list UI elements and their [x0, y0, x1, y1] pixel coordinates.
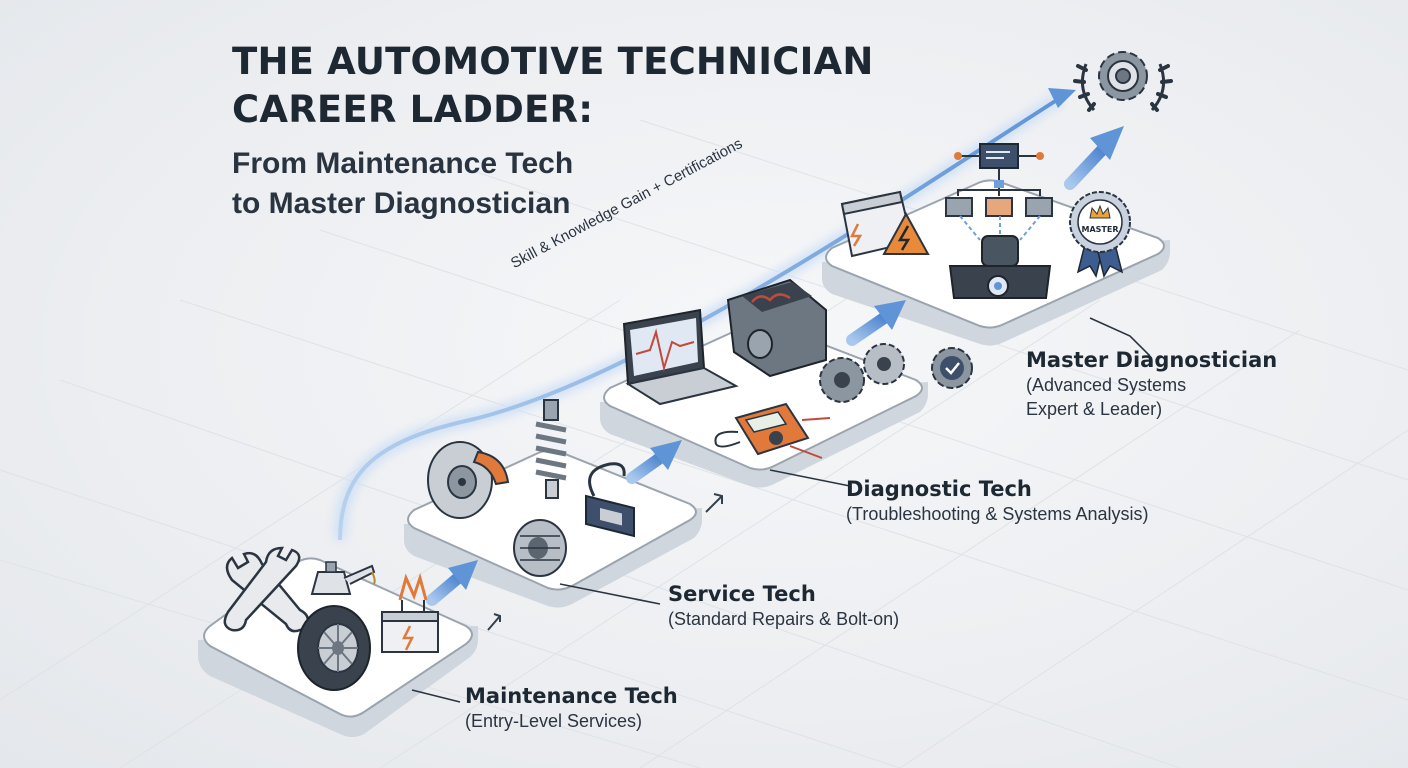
obd-scanner-icon [585, 462, 635, 538]
multimeter-icon [714, 402, 831, 459]
subtitle-line-1: From Maintenance Tech [232, 147, 574, 180]
step-arrow-3 [846, 300, 906, 346]
battery-with-clamp-icon [381, 572, 439, 653]
gear-laurel-icon [1073, 51, 1173, 112]
step-arrows [411, 126, 1151, 703]
step-arrow-1 [426, 560, 478, 606]
small-arrows [487, 493, 723, 631]
tier-description-line-1: (Advanced Systems [1026, 375, 1187, 395]
step-arrow-4 [1064, 126, 1124, 190]
tier-description-line-2: Expert & Leader) [1026, 399, 1163, 419]
oil-can-icon [310, 561, 376, 595]
gears-icon [819, 343, 905, 403]
tier-name: Master Diagnostician [1026, 348, 1278, 372]
title-line-1: THE AUTOMOTIVE TECHNICIAN [232, 40, 874, 83]
tire-icon [297, 605, 371, 691]
tier-description: (Entry-Level Services) [465, 711, 643, 731]
tier-label-diagnostic: Diagnostic Tech (Troubleshooting & Syste… [846, 476, 1148, 526]
tier-label-master: Master Diagnostician (Advanced Systems E… [1026, 347, 1277, 421]
master-badge-icon: MASTER [1069, 191, 1131, 278]
tier-description: (Standard Repairs & Bolt-on) [668, 609, 900, 629]
tier-name: Diagnostic Tech [846, 477, 1032, 501]
check-gear-icon [931, 347, 973, 389]
master-badge-text: MASTER [1082, 225, 1119, 234]
subtitle-line-2: to Master Diagnostician [232, 187, 571, 220]
crossed-wrenches-icon [223, 546, 310, 633]
callout-lines [411, 317, 1151, 703]
network-diagram-icon [945, 143, 1053, 241]
brake-disc-icon [427, 441, 510, 519]
tier-name: Maintenance Tech [465, 684, 678, 708]
step-arrow-2 [626, 440, 682, 484]
page-title: THE AUTOMOTIVE TECHNICIAN CAREER LADDER: [232, 38, 874, 134]
title-line-2: CAREER LADDER: [232, 88, 594, 131]
laptop-waveform-icon [622, 308, 739, 406]
page-subtitle: From Maintenance Tech to Master Diagnost… [232, 144, 573, 224]
alternator-icon [513, 519, 567, 577]
battery-warning-icon [840, 190, 930, 258]
tier-label-service: Service Tech (Standard Repairs & Bolt-on… [668, 581, 899, 631]
sensor-camera-icon [948, 235, 1052, 299]
progress-arrow [334, 88, 1076, 541]
tier-name: Service Tech [668, 582, 816, 606]
tier-label-maintenance: Maintenance Tech (Entry-Level Services) [465, 683, 678, 733]
engine-icon [726, 278, 827, 378]
shock-absorber-icon [535, 399, 567, 499]
tier-description: (Troubleshooting & Systems Analysis) [846, 504, 1149, 524]
